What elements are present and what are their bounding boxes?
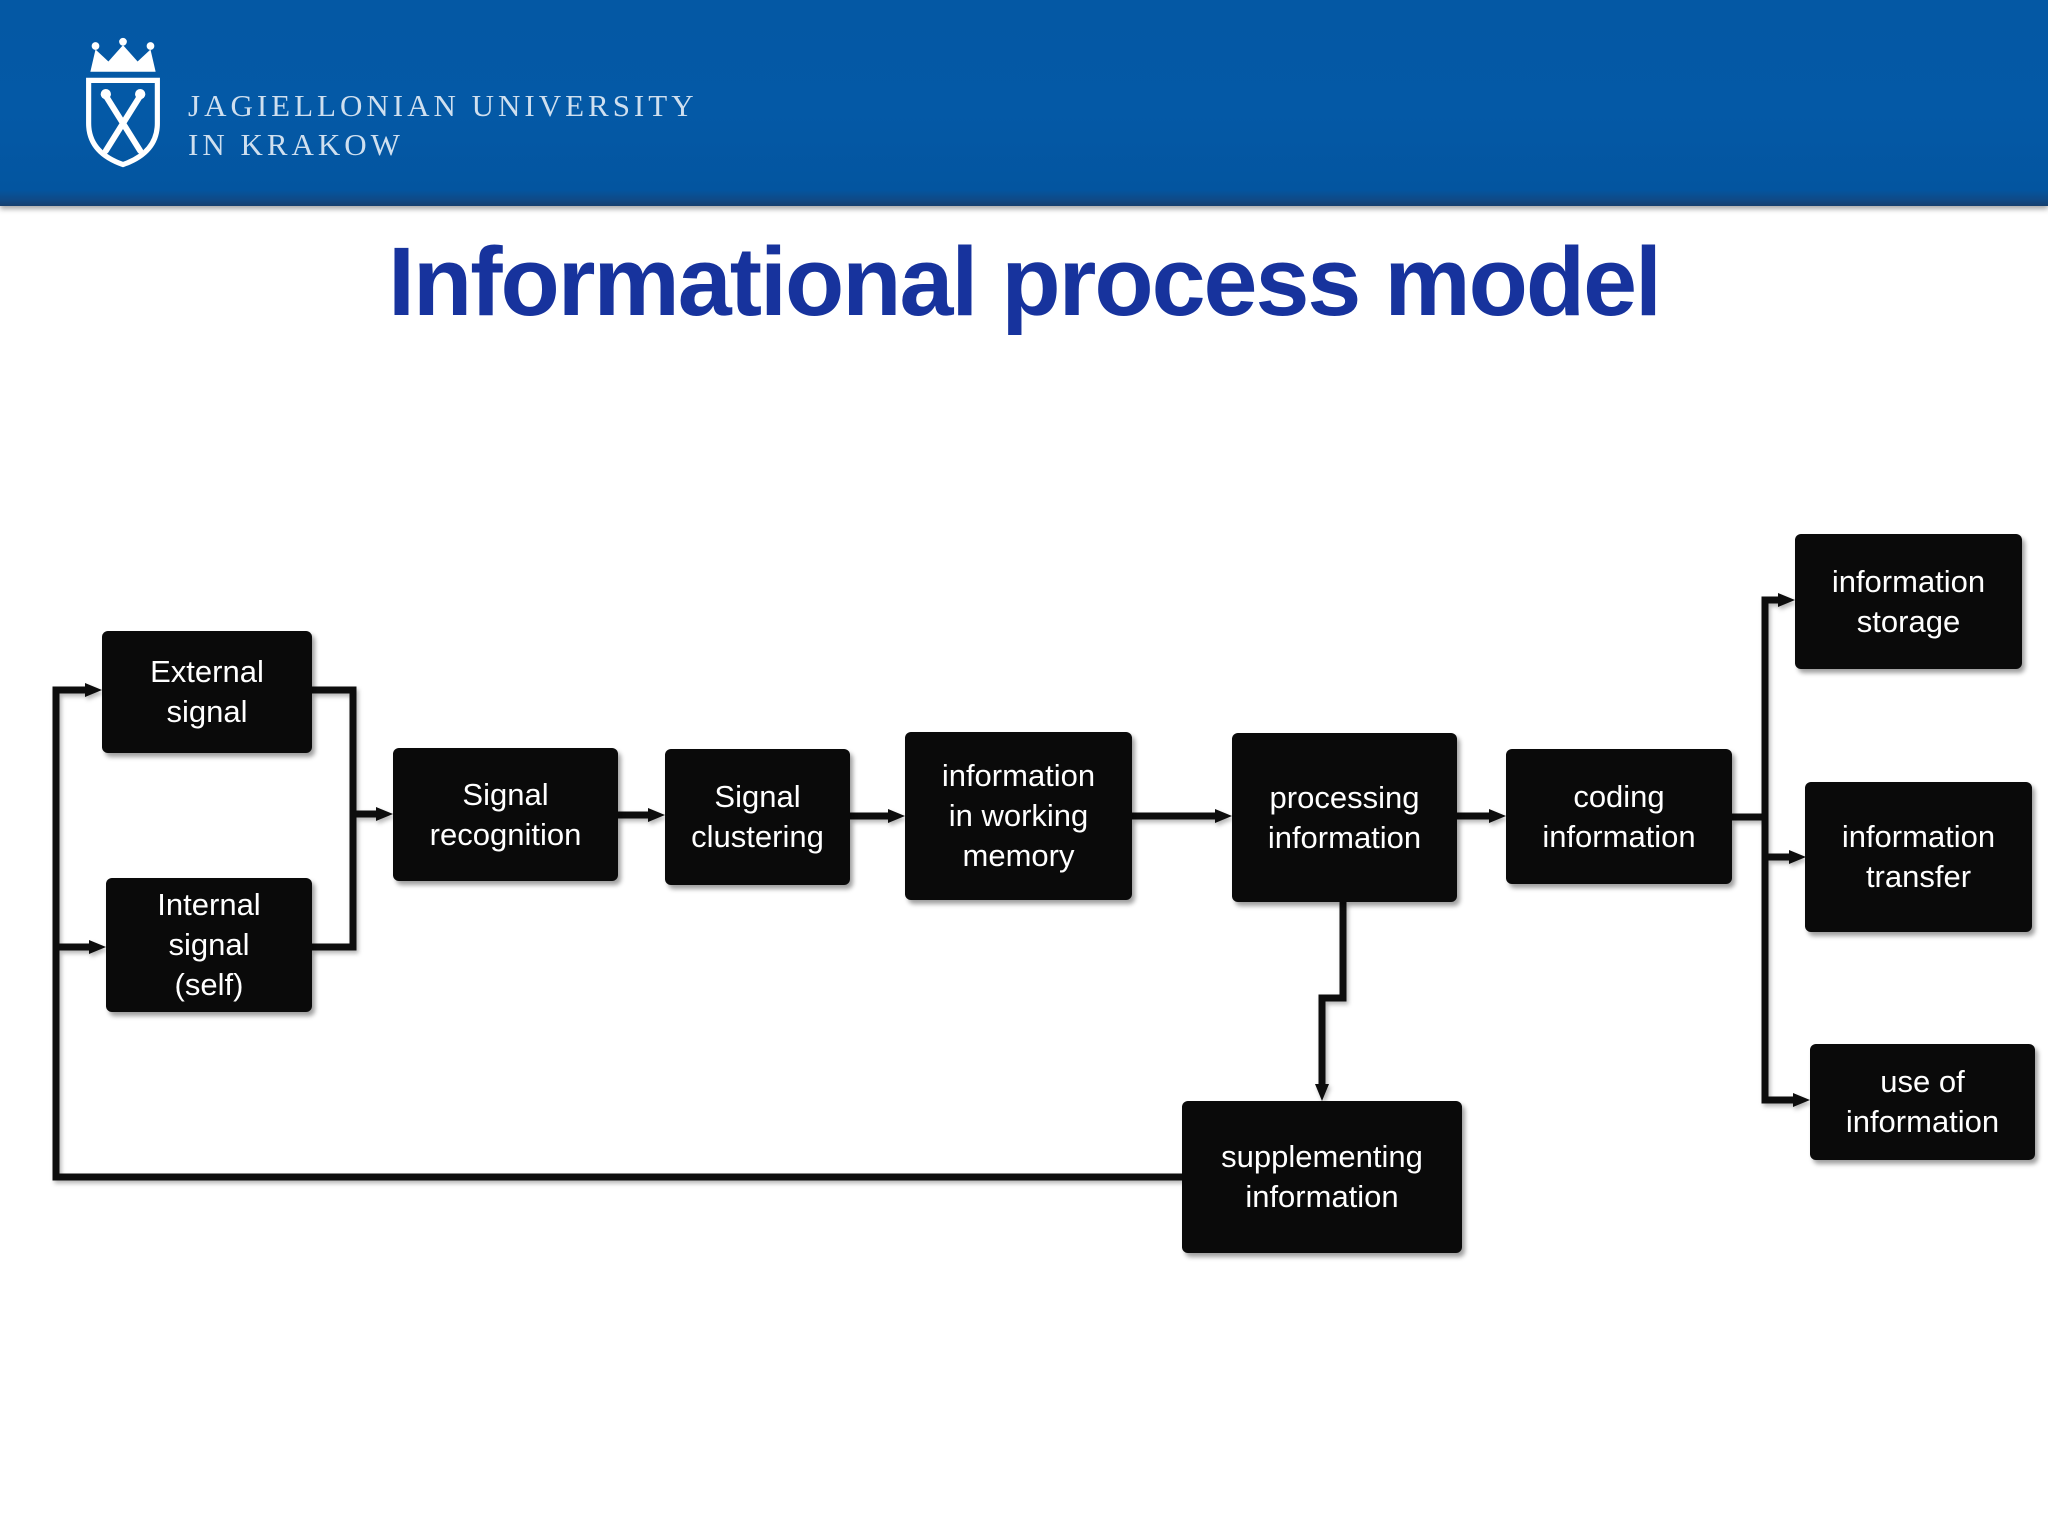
university-logo <box>86 37 160 168</box>
node-use-of-information: use of information <box>1810 1044 2035 1160</box>
node-external-signal: External signal <box>102 631 312 753</box>
node-coding-information: coding information <box>1506 749 1732 884</box>
university-name: JAGIELLONIAN UNIVERSITY IN KRAKOW <box>188 86 698 164</box>
node-signal-clustering: Signal clustering <box>665 749 850 885</box>
node-information-transfer: information transfer <box>1805 782 2032 932</box>
header-bar: JAGIELLONIAN UNIVERSITY IN KRAKOW <box>0 0 2048 206</box>
node-signal-recognition: Signal recognition <box>393 748 618 881</box>
university-name-line2: IN KRAKOW <box>188 127 404 162</box>
slide-title: Informational process model <box>388 227 1662 336</box>
node-processing-information: processing information <box>1232 733 1457 902</box>
node-internal-signal: Internal signal (self) <box>106 878 312 1012</box>
node-information-working-memory: information in working memory <box>905 732 1132 900</box>
university-name-line1: JAGIELLONIAN UNIVERSITY <box>188 88 698 123</box>
node-supplementing-information: supplementing information <box>1182 1101 1462 1253</box>
node-information-storage: information storage <box>1795 534 2022 669</box>
